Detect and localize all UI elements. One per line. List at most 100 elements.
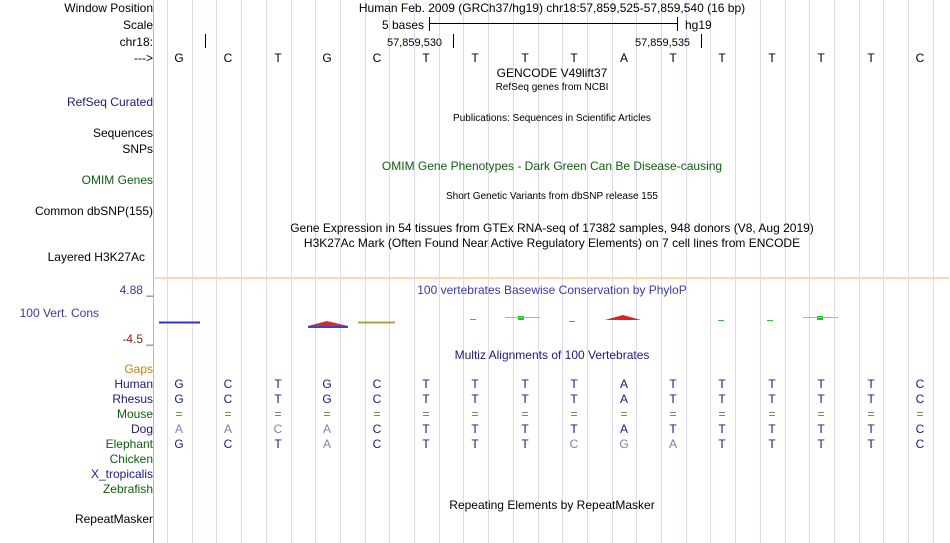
- species-label-dog[interactable]: Dog: [130, 422, 153, 436]
- mouse-aligned-base: =: [471, 407, 479, 421]
- ruler-base: C: [915, 51, 925, 65]
- ruler-base: C: [372, 51, 382, 65]
- grid-line: [439, 0, 440, 543]
- mouse-aligned-base: =: [274, 407, 282, 421]
- grid-line: [463, 0, 464, 543]
- human-aligned-base: T: [471, 377, 479, 391]
- ruler-base: T: [817, 51, 825, 65]
- dog-aligned-base: T: [768, 422, 776, 436]
- human-aligned-base: C: [915, 377, 925, 391]
- multiz-track-title: Multiz Alignments of 100 Vertebrates: [454, 348, 650, 362]
- rhesus-aligned-base: T: [768, 392, 776, 406]
- rhesus-aligned-base: T: [422, 392, 430, 406]
- cons-max-label: 4.88 _: [119, 283, 153, 297]
- refseq-track-subtitle: RefSeq genes from NCBI: [495, 82, 609, 93]
- species-label-rhesus[interactable]: Rhesus: [112, 392, 153, 406]
- dog-aligned-base: C: [273, 422, 283, 436]
- mouse-aligned-base: =: [521, 407, 529, 421]
- dog-aligned-base: T: [422, 422, 430, 436]
- rhesus-aligned-base: T: [521, 392, 529, 406]
- coord-tick: [205, 34, 206, 48]
- grid-line: [933, 0, 934, 543]
- human-aligned-base: T: [669, 377, 677, 391]
- ruler-base: T: [669, 51, 677, 65]
- track-label-conservation[interactable]: 100 Vert. Cons: [19, 306, 99, 320]
- track-label-omim[interactable]: OMIM Genes: [81, 173, 153, 187]
- species-label-human[interactable]: Human: [114, 377, 153, 391]
- human-aligned-base: G: [174, 377, 184, 391]
- elephant-aligned-base: A: [668, 437, 677, 451]
- scale-bar-text: 5 bases: [381, 18, 425, 32]
- elephant-aligned-base: T: [422, 437, 430, 451]
- species-label-chicken[interactable]: Chicken: [109, 452, 153, 466]
- elephant-aligned-base: T: [521, 437, 529, 451]
- rhesus-aligned-base: G: [174, 392, 184, 406]
- elephant-aligned-base: T: [768, 437, 776, 451]
- grid-line: [192, 0, 193, 543]
- human-aligned-base: T: [422, 377, 430, 391]
- scale-label: Scale: [122, 18, 153, 32]
- ruler-base: T: [867, 51, 875, 65]
- elephant-aligned-base: T: [867, 437, 875, 451]
- gtex-track-title: Gene Expression in 54 tissues from GTEx …: [290, 221, 814, 235]
- species-label-mouse[interactable]: Mouse: [116, 407, 153, 421]
- mouse-aligned-base: =: [570, 407, 578, 421]
- mouse-aligned-base: =: [916, 407, 924, 421]
- mouse-aligned-base: =: [422, 407, 430, 421]
- window-position-label: Window Position: [64, 1, 153, 15]
- human-aligned-base: T: [570, 377, 578, 391]
- ruler-base: T: [718, 51, 726, 65]
- mouse-aligned-base: =: [817, 407, 825, 421]
- h3k27ac-track-title: H3K27Ac Mark (Often Found Near Active Re…: [303, 236, 801, 250]
- ruler-base: T: [768, 51, 776, 65]
- track-label-repeatmasker[interactable]: RepeatMasker: [74, 512, 153, 526]
- grid-line: [365, 0, 366, 543]
- rhesus-aligned-base: T: [570, 392, 578, 406]
- elephant-aligned-base: T: [471, 437, 479, 451]
- dog-aligned-base: T: [471, 422, 479, 436]
- grid-line: [735, 0, 736, 543]
- species-label-zebrafish[interactable]: Zebrafish: [102, 482, 153, 496]
- phylop-peak-red-2: [605, 315, 641, 320]
- track-separator: [155, 277, 949, 279]
- track-label-snps[interactable]: SNPs: [122, 142, 153, 156]
- human-aligned-base: T: [274, 377, 282, 391]
- grid-line: [315, 0, 316, 543]
- human-aligned-base: G: [322, 377, 332, 391]
- dog-aligned-base: A: [174, 422, 183, 436]
- track-label-h3k27ac[interactable]: Layered H3K27Ac: [47, 250, 145, 264]
- rhesus-aligned-base: C: [915, 392, 925, 406]
- grid-line: [216, 0, 217, 543]
- grid-line: [636, 0, 637, 543]
- grid-line: [538, 0, 539, 543]
- dog-aligned-base: T: [817, 422, 825, 436]
- mouse-aligned-base: =: [718, 407, 726, 421]
- rhesus-aligned-base: T: [471, 392, 479, 406]
- track-label-dbsnp[interactable]: Common dbSNP(155): [34, 204, 153, 218]
- grid-line: [859, 0, 860, 543]
- coord-left-tick: [453, 34, 454, 48]
- rhesus-aligned-base: G: [322, 392, 332, 406]
- mouse-aligned-base: =: [620, 407, 628, 421]
- grid-line: [513, 0, 514, 543]
- species-label-elephant[interactable]: Elephant: [105, 437, 153, 451]
- track-label-gaps[interactable]: Gaps: [124, 362, 153, 376]
- ruler-base: T: [422, 51, 430, 65]
- elephant-aligned-base: A: [322, 437, 331, 451]
- track-label-refseq[interactable]: RefSeq Curated: [66, 95, 153, 109]
- grid-line: [661, 0, 662, 543]
- grid-line: [340, 0, 341, 543]
- grid-line: [266, 0, 267, 543]
- mouse-aligned-base: =: [373, 407, 381, 421]
- grid-line: [167, 0, 168, 543]
- elephant-aligned-base: T: [274, 437, 282, 451]
- track-label-sequences[interactable]: Sequences: [92, 126, 153, 140]
- dog-aligned-base: T: [867, 422, 875, 436]
- species-label-x-tropicalis[interactable]: X_tropicalis: [90, 467, 153, 481]
- dog-aligned-base: A: [322, 422, 331, 436]
- dog-aligned-base: A: [619, 422, 628, 436]
- ruler-base: T: [521, 51, 529, 65]
- rhesus-aligned-base: T: [867, 392, 875, 406]
- assembly-position-text: Human Feb. 2009 (GRCh37/hg19) chr18:57,8…: [358, 1, 746, 15]
- dog-aligned-base: T: [570, 422, 578, 436]
